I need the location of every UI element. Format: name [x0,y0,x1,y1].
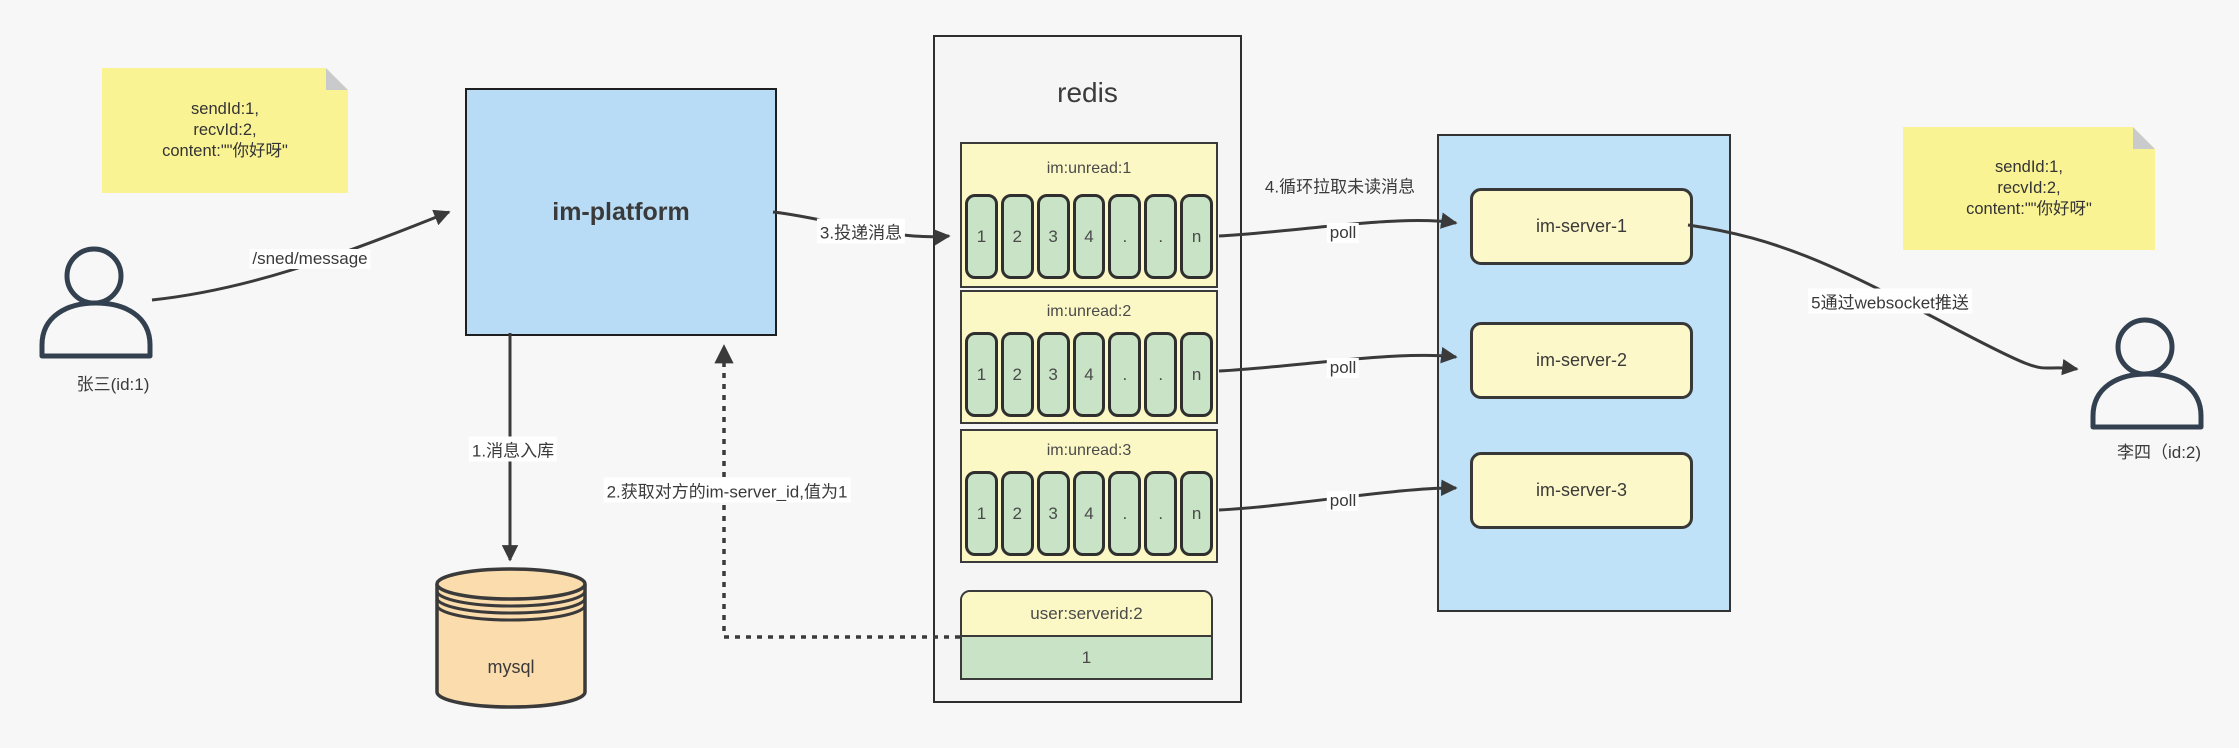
note-line: recvId:2, [193,121,257,139]
queue-cell: 3 [1036,194,1070,279]
mysql-database-icon: mysql [435,567,587,709]
redis-queue-unread-1: im:unread:1 1 2 3 4 . . n [960,142,1218,288]
redis-title: redis [1057,77,1118,108]
note-line: sendId:1, [191,100,259,118]
redis-container: redis im:unread:1 1 2 3 4 . . n im:unrea… [933,35,1242,703]
queue-cell: 2 [1000,332,1034,417]
queue-header: im:unread:1 [1046,160,1132,177]
edge-label-step3: 3.投递消息 [816,218,906,244]
edge-send-message-arrow [151,209,451,302]
queue-cell: 2 [1000,471,1034,556]
edge-label-send-message: /sned/message [249,249,371,269]
user-icon-receiver [2090,317,2204,430]
im-platform-label: im-platform [552,197,690,226]
edge-label-poll-3: poll [1326,491,1360,511]
im-server-2-box: im-server-2 [1470,322,1693,399]
mysql-label: mysql [487,657,534,677]
edge-step2-dotted-arrow [714,344,960,639]
queue-cell: . [1144,194,1178,279]
sticky-note-receiver-message: sendId:1, recvId:2, content:""你好呀" [1903,127,2155,250]
queue-header: im:unread:3 [1046,442,1132,459]
queue-cell: . [1144,471,1178,556]
note-line: recvId:2, [1997,179,2061,197]
edge-label-step2: 2.获取对方的im-server_id,值为1 [603,477,851,503]
queue-cell: 4 [1072,332,1106,417]
im-server-1-box: im-server-1 [1470,188,1693,265]
im-server-3-label: im-server-3 [1535,480,1627,500]
queue-cells: 1 2 3 4 . . n [962,471,1216,556]
note-line: content:""你好呀" [162,142,288,160]
im-platform-box: im-platform [465,88,777,336]
queue-header: im:unread:2 [1046,303,1132,320]
redis-queue-unread-2: im:unread:2 1 2 3 4 . . n [960,290,1218,424]
note-line: content:""你好呀" [1966,200,2092,218]
queue-cell: n [1180,194,1214,279]
queue-cell: . [1108,332,1142,417]
note-line: sendId:1, [1995,158,2063,176]
user-icon-sender [39,246,153,359]
im-server-3-box: im-server-3 [1470,452,1693,529]
receiver-label: 李四（id:2) [2116,443,2202,462]
redis-queue-unread-3: im:unread:3 1 2 3 4 . . n [960,429,1218,563]
queue-cell: 4 [1072,194,1106,279]
edge-label-poll-2: poll [1326,358,1360,378]
queue-cells: 1 2 3 4 . . n [962,332,1216,417]
edge-label-poll-1: poll [1326,223,1360,243]
queue-cell: . [1144,332,1178,417]
edge-label-step1: 1.消息入库 [468,436,558,462]
edge-label-step4: 4.循环拉取未读消息 [1264,177,1416,197]
queue-cell: 2 [1000,194,1034,279]
edge-label-step5: 5通过websocket推送 [1808,288,1972,314]
queue-cell: 1 [965,194,998,279]
queue-cell: 4 [1072,471,1106,556]
queue-cell: . [1108,194,1142,279]
queue-cell: 1 [965,471,998,556]
queue-cell: n [1180,471,1214,556]
redis-kv-user-serverid: user:serverid:2 1 [960,590,1213,680]
im-server-1-label: im-server-1 [1535,216,1627,236]
edge-step5-arrow [1687,223,2079,376]
queue-cell: n [1180,332,1214,417]
sticky-note-sender-message: sendId:1, recvId:2, content:""你好呀" [102,68,348,193]
queue-cells: 1 2 3 4 . . n [962,194,1216,279]
kv-header: user:serverid:2 [962,592,1211,637]
queue-cell: 1 [965,332,998,417]
kv-value: 1 [1081,648,1092,667]
im-server-2-label: im-server-2 [1535,350,1627,370]
queue-cell: . [1108,471,1142,556]
sender-label: 张三(id:1) [76,375,150,394]
queue-cell: 3 [1036,332,1070,417]
queue-cell: 3 [1036,471,1070,556]
